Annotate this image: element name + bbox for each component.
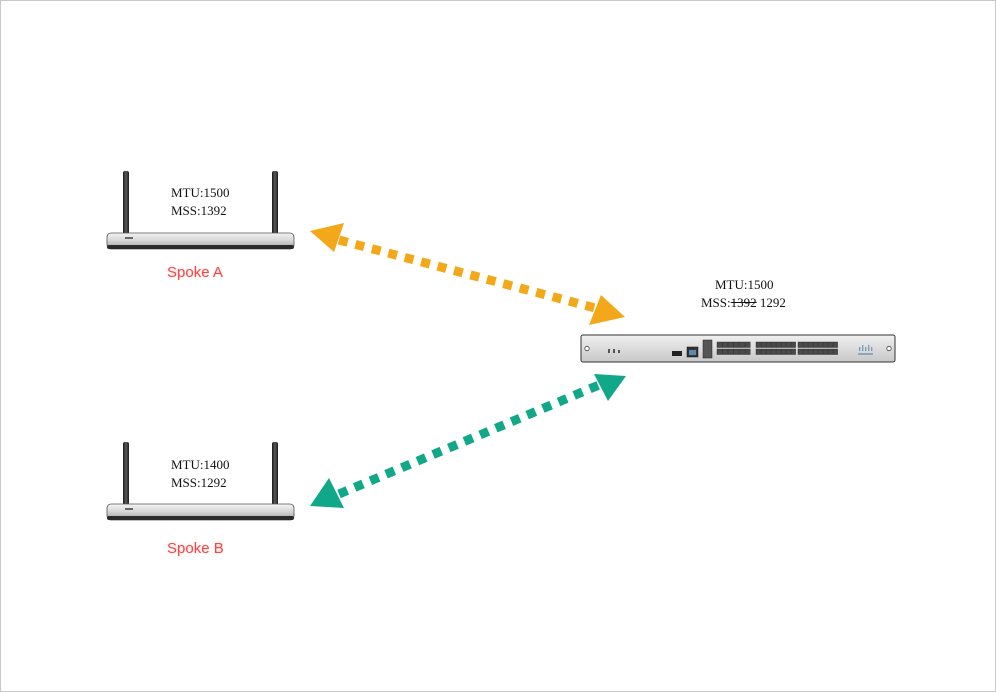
hub-port xyxy=(817,341,823,348)
hub-port xyxy=(755,341,761,348)
hub-port xyxy=(802,348,808,355)
link-a-arrowhead-right xyxy=(589,295,625,325)
hub-port xyxy=(780,341,786,348)
hub-port xyxy=(765,348,771,355)
hub-appliance-icon xyxy=(580,334,896,363)
hub-port xyxy=(817,348,823,355)
hub-port xyxy=(822,348,828,355)
hub-mss-old-value: 1392 xyxy=(730,295,757,310)
spoke-a-mss: MSS:1392 xyxy=(171,203,227,218)
hub-port xyxy=(785,348,791,355)
hub-port xyxy=(822,341,828,348)
link-a-arrowhead-left xyxy=(310,223,344,252)
hub-port xyxy=(716,341,723,348)
hub-mtu: MTU:1500 xyxy=(715,277,774,292)
hub-port xyxy=(780,348,786,355)
hub-port xyxy=(832,348,838,355)
spoke-b-mtu: MTU:1400 xyxy=(171,457,230,472)
link-b-arrowhead-left xyxy=(310,478,344,508)
hub-port xyxy=(760,348,766,355)
hub-port xyxy=(797,348,803,355)
hub-port xyxy=(733,348,740,355)
hub-port xyxy=(770,341,776,348)
hub-port xyxy=(827,341,833,348)
hub-port xyxy=(760,341,766,348)
hub-port xyxy=(739,348,745,355)
hub-port xyxy=(722,341,728,348)
hub-port xyxy=(802,341,808,348)
hub-port xyxy=(832,341,838,348)
spoke-a-mtu: MTU:1500 xyxy=(171,185,230,200)
hub-port xyxy=(790,341,796,348)
hub-port xyxy=(785,341,791,348)
hub-port xyxy=(775,348,781,355)
hub-port xyxy=(744,341,751,348)
hub-port xyxy=(765,341,771,348)
hub-port xyxy=(770,348,776,355)
hub-port xyxy=(797,341,803,348)
hub-port xyxy=(775,341,781,348)
hub-mss-prefix: MSS: xyxy=(701,295,731,310)
spoke-a-router-icon xyxy=(106,171,295,250)
hub-port xyxy=(716,348,723,355)
hub-port xyxy=(790,348,796,355)
hub-mss-new-value: 1292 xyxy=(759,295,786,310)
spoke-b-router-icon xyxy=(106,442,295,521)
hub-port xyxy=(733,341,740,348)
hub-port xyxy=(812,341,818,348)
link-spoke-a-hub xyxy=(310,223,625,325)
hub-mss: MSS:1392 1292 xyxy=(701,294,786,312)
hub-port xyxy=(728,341,734,348)
hub-port xyxy=(744,348,751,355)
hub-port xyxy=(827,348,833,355)
hub-port xyxy=(739,341,745,348)
hub-port xyxy=(812,348,818,355)
spoke-b-mss: MSS:1292 xyxy=(171,475,227,490)
spoke-a-name: Spoke A xyxy=(167,264,223,281)
link-spoke-b-hub xyxy=(310,374,626,508)
hub-port xyxy=(728,348,734,355)
hub-port xyxy=(755,348,761,355)
hub-port xyxy=(807,341,813,348)
spoke-b-name: Spoke B xyxy=(167,540,224,557)
hub-port xyxy=(722,348,728,355)
link-b-arrowhead-right xyxy=(594,374,626,401)
hub-port xyxy=(807,348,813,355)
